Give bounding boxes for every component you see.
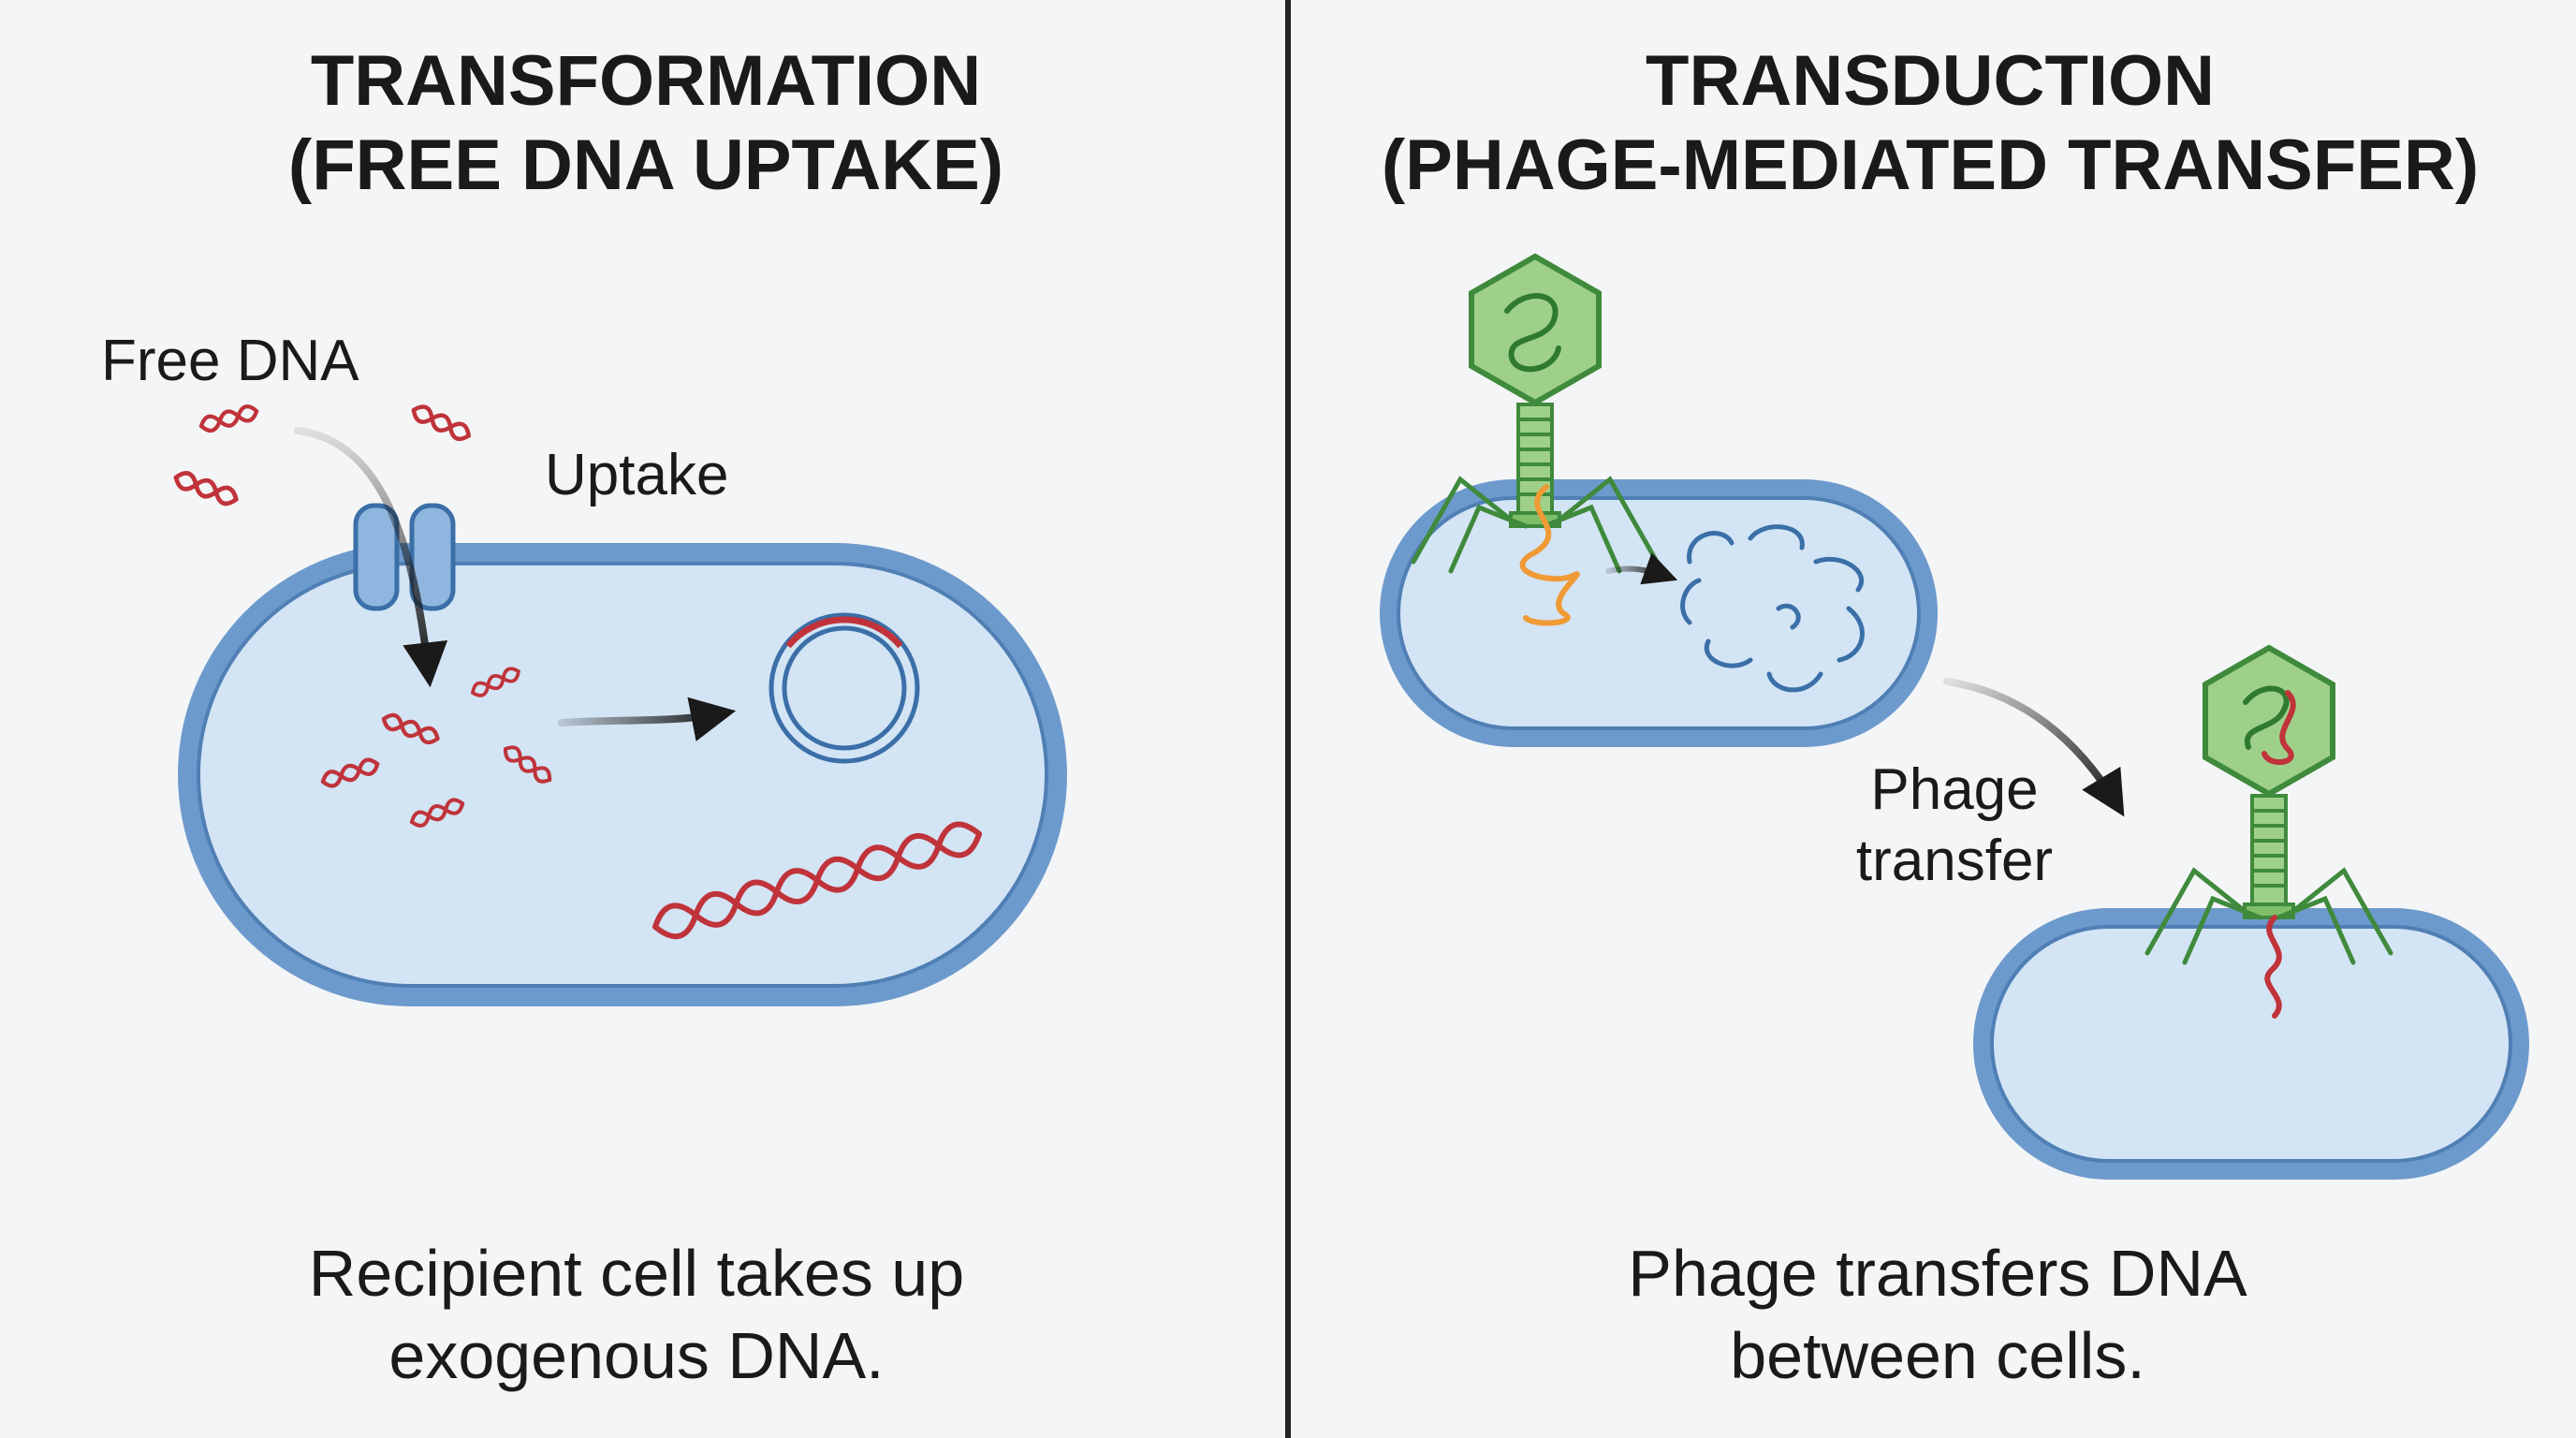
phage-transfer-label-line1: Phage xyxy=(1870,757,2038,822)
fragmentation-arrow xyxy=(1605,552,1678,585)
bacteriophage-icon xyxy=(1413,257,1657,571)
transformation-title-line2: (FREE DNA UPTAKE) xyxy=(288,125,1003,205)
transducing-phage-icon xyxy=(2147,648,2391,962)
chromosome-dna xyxy=(652,821,983,940)
phage-transfer-arrow xyxy=(1943,678,2125,817)
plasmid-icon xyxy=(768,612,920,764)
transformation-caption-line1: Recipient cell takes up xyxy=(309,1237,964,1310)
free-dna-label: Free DNA xyxy=(101,329,359,393)
uptake-arrow xyxy=(294,427,448,688)
transformation-caption-line2: exogenous DNA. xyxy=(388,1319,884,1392)
transformation-title-line1: TRANSFORMATION xyxy=(311,41,981,121)
free-dna-fragments xyxy=(173,404,472,507)
channel-icon xyxy=(353,503,456,611)
transduction-caption-line2: between cells. xyxy=(1730,1319,2145,1392)
transduction-panel: TRANSDUCTION (PHAGE-MEDIATED TRANSFER) xyxy=(1380,41,2529,1392)
transduction-caption-line1: Phage transfers DNA xyxy=(1628,1237,2247,1310)
transduction-title-line1: TRANSDUCTION xyxy=(1646,41,2215,121)
transduction-title-line2: (PHAGE-MEDIATED TRANSFER) xyxy=(1382,125,2479,205)
recipient-cell xyxy=(178,543,1067,1006)
injected-transduced-dna xyxy=(2264,915,2282,1019)
injected-phage-dna xyxy=(1519,484,1580,626)
transduced-cell xyxy=(1973,908,2529,1180)
phage-transfer-label-line2: transfer xyxy=(1856,829,2053,893)
integration-arrow xyxy=(558,697,737,741)
transformation-panel: TRANSFORMATION (FREE DNA UPTAKE) Free DN… xyxy=(101,41,1067,1392)
uptake-label: Uptake xyxy=(545,443,728,507)
fragmented-chromosome xyxy=(1680,524,1865,693)
